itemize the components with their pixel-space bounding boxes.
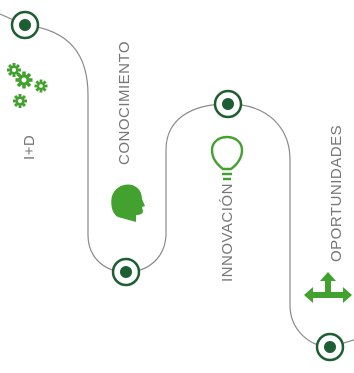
flow-path [0,13,354,348]
node-oportunidades [315,332,345,362]
head-icon [111,184,145,222]
label-innovacion: INNOVACIÓN [219,183,236,282]
label-i-d: I+D [21,134,38,160]
node-start [10,10,40,40]
gears-icon [7,63,48,108]
label-oportunidades: OPORTUNIDADES [328,124,345,262]
lightbulb-icon [210,135,244,181]
node-conocimiento [111,257,141,287]
label-conocimiento: CONOCIMIENTO [116,40,133,165]
node-innovacion [213,89,243,119]
arrows-icon [304,272,352,303]
